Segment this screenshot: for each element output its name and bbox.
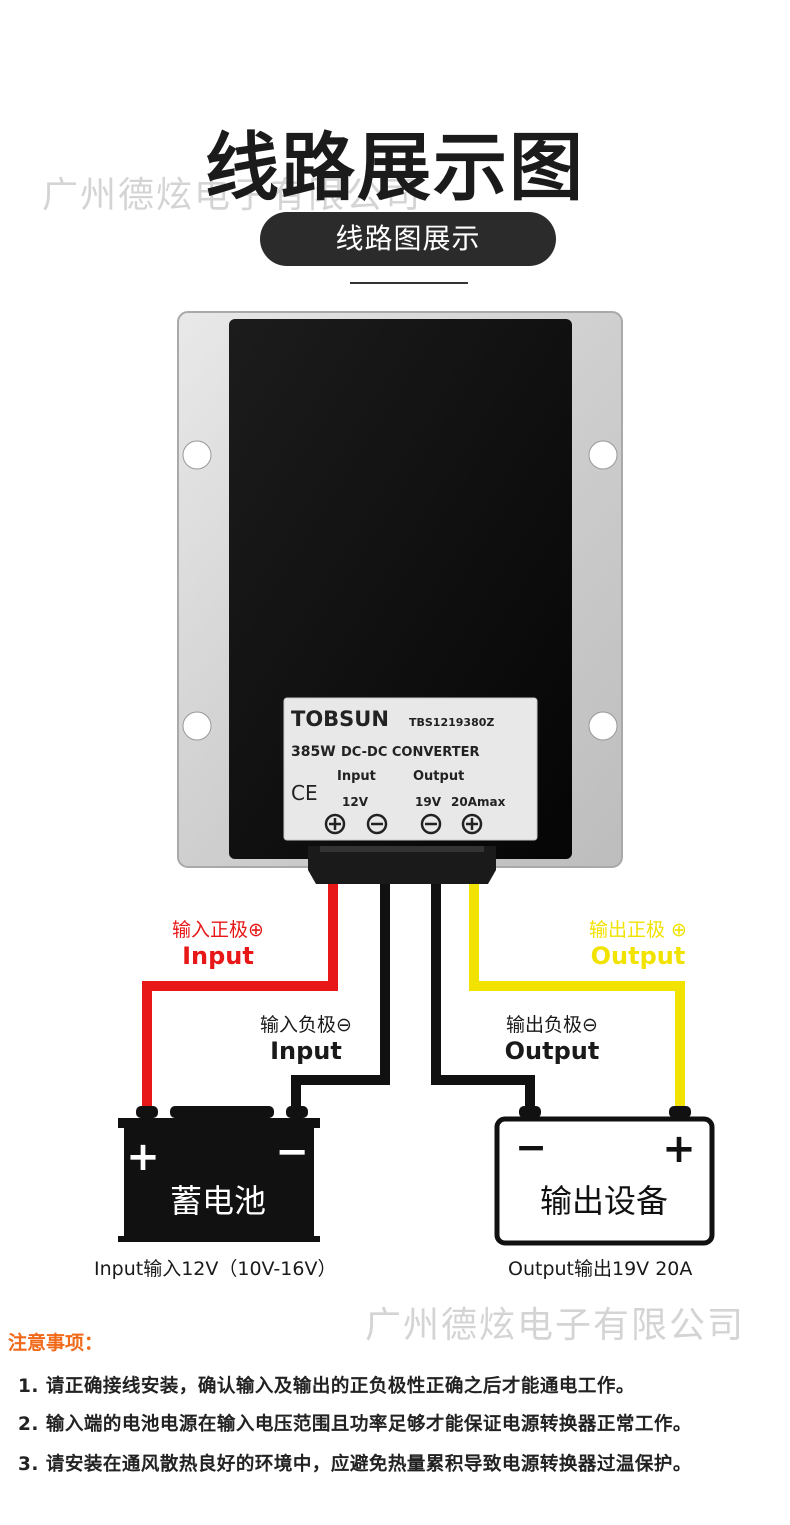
output-device-caption: Output输出19V 20A xyxy=(508,1258,693,1280)
label-output: Output xyxy=(413,769,464,784)
battery-body xyxy=(124,1128,314,1238)
input-negative-cn: 输入负极⊖ xyxy=(260,1014,352,1036)
wire-output-negative xyxy=(431,860,535,1112)
page-title: 线路展示图 xyxy=(205,125,585,211)
label-brand: TOBSUN xyxy=(291,707,389,731)
label-output-negative: 输出负极⊖ Output xyxy=(482,1013,622,1065)
output-negative-en: Output xyxy=(504,1037,600,1065)
device-terminal-negative xyxy=(519,1106,541,1118)
plus-circle-icon xyxy=(461,813,483,835)
battery-caption: Input输入12V（10V-16V） xyxy=(94,1258,337,1280)
battery-cap xyxy=(118,1118,320,1128)
battery-minus-sign: − xyxy=(275,1129,309,1175)
output-device-label: 输出设备 xyxy=(540,1182,668,1220)
note-item: 2. 输入端的电池电源在输入电压范围且功率足够才能保证电源转换器正常工作。 xyxy=(18,1414,692,1435)
subtitle-pill: 线路图展示 xyxy=(260,212,556,266)
label-power: 385W xyxy=(291,744,336,760)
label-product: DC-DC CONVERTER xyxy=(341,745,479,760)
title-underline xyxy=(350,282,468,284)
watermark-bottom: 广州德炫电子有限公司 xyxy=(365,1305,746,1346)
output-positive-cn: 输出正极 ⊕ xyxy=(589,919,687,941)
wire-input-negative xyxy=(291,860,390,1112)
label-ce-mark: CE xyxy=(291,781,318,805)
mount-hole-br xyxy=(588,711,618,741)
battery-label: 蓄电池 xyxy=(170,1182,266,1220)
minus-circle-icon xyxy=(366,813,388,835)
battery-plus-sign: + xyxy=(126,1134,160,1180)
wire-input-positive xyxy=(142,860,338,1112)
output-device-box xyxy=(494,1116,715,1246)
label-input-negative: 输入负极⊖ Input xyxy=(236,1013,376,1065)
label-input-positive: 输入正极⊕ Input xyxy=(148,918,288,970)
label-input-voltage: 12V xyxy=(342,795,369,809)
label-model: TBS1219380Z xyxy=(409,716,494,729)
note-item: 3. 请安装在通风散热良好的环境中，应避免热量累积导致电源转换器过温保护。 xyxy=(18,1454,692,1475)
notes-title: 注意事项： xyxy=(8,1332,104,1354)
mount-hole-tr xyxy=(588,440,618,470)
minus-circle-icon xyxy=(420,813,442,835)
note-item: 1. 请正确接线安装，确认输入及输出的正负极性正确之后才能通电工作。 xyxy=(18,1376,635,1397)
output-positive-en: Output xyxy=(590,942,686,970)
wiring-diagram: TOBSUN TBS1219380Z 385W DC-DC CONVERTER … xyxy=(118,311,715,1246)
label-output-current: 20Amax xyxy=(451,795,506,809)
output-negative-cn: 输出负极⊖ xyxy=(506,1014,598,1036)
input-negative-en: Input xyxy=(270,1037,342,1065)
cable-gland xyxy=(308,846,496,884)
input-positive-cn: 输入正极⊕ xyxy=(172,919,264,941)
label-output-voltage: 19V xyxy=(415,795,442,809)
wire-output-positive xyxy=(469,860,685,1112)
watermark-top: 广州德炫电子有限公司 xyxy=(42,175,423,216)
battery-top-bar xyxy=(170,1106,274,1118)
mount-hole-bl xyxy=(182,711,212,741)
battery-terminal-positive xyxy=(136,1106,158,1118)
label-input: Input xyxy=(337,769,376,784)
device-terminal-positive xyxy=(669,1106,691,1118)
label-output-positive: 输出正极 ⊕ Output xyxy=(568,918,708,970)
battery-terminal-negative xyxy=(286,1106,308,1118)
product-label xyxy=(283,697,538,841)
battery-base xyxy=(118,1236,320,1242)
device-plus-sign: + xyxy=(662,1126,696,1172)
mount-hole-tl xyxy=(182,440,212,470)
input-positive-en: Input xyxy=(182,942,254,970)
device-minus-sign: − xyxy=(515,1125,547,1169)
plus-circle-icon xyxy=(324,813,346,835)
